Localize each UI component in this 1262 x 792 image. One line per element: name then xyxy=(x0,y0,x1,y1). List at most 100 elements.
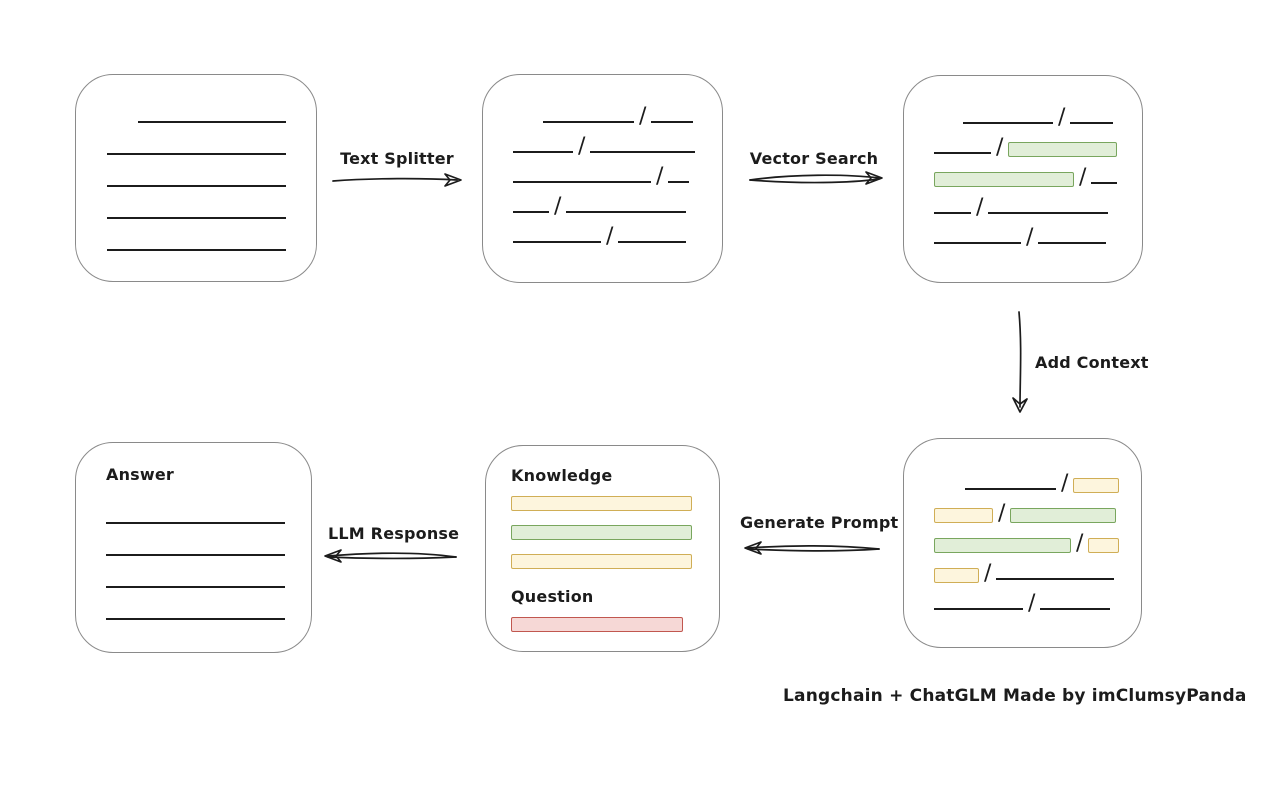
chunk-row: / xyxy=(934,97,1142,130)
text-line xyxy=(513,181,651,183)
green-knowledge-bar xyxy=(511,525,692,540)
text-line xyxy=(1038,242,1107,244)
text-line xyxy=(566,211,687,213)
chunk-row: / xyxy=(513,186,722,219)
text-line xyxy=(934,608,1023,610)
vector-matches-box: / / / / / xyxy=(903,75,1143,283)
slash-separator: / xyxy=(554,194,562,219)
text-line xyxy=(543,121,634,123)
text-line xyxy=(934,212,971,214)
chunk-row: / xyxy=(513,156,722,189)
knowledge-heading: Knowledge xyxy=(511,466,613,485)
chunk-row: / xyxy=(934,463,1141,496)
document-lines xyxy=(76,75,316,251)
text-line xyxy=(107,155,286,187)
slash-separator: / xyxy=(1076,531,1084,556)
text-line xyxy=(106,556,285,588)
text-line xyxy=(107,123,286,155)
yellow-highlight-chunk xyxy=(1073,478,1120,493)
prompt-box: Knowledge Question xyxy=(485,445,720,652)
credit-caption: Langchain + ChatGLM Made by imClumsyPand… xyxy=(783,686,1247,706)
text-line xyxy=(1040,608,1111,610)
text-line xyxy=(107,219,286,251)
text-line xyxy=(963,122,1053,124)
llm-response-label: LLM Response xyxy=(328,524,460,543)
text-line xyxy=(996,578,1115,580)
add-context-label: Add Context xyxy=(1035,353,1149,372)
answer-box: Answer xyxy=(75,442,312,653)
slash-separator: / xyxy=(606,224,614,249)
chunk-row: / xyxy=(934,583,1141,616)
question-bars xyxy=(511,617,719,632)
text-line xyxy=(106,524,285,556)
text-line xyxy=(988,212,1109,214)
text-line xyxy=(965,488,1056,490)
slash-separator: / xyxy=(578,134,586,159)
slash-separator: / xyxy=(976,195,984,220)
yellow-knowledge-bar xyxy=(511,554,692,569)
slash-separator: / xyxy=(639,104,647,129)
yellow-knowledge-bar xyxy=(511,496,692,511)
text-line xyxy=(651,121,694,123)
question-heading: Question xyxy=(511,587,594,606)
answer-heading: Answer xyxy=(106,465,175,484)
text-line xyxy=(106,492,285,524)
vector-search-label: Vector Search xyxy=(749,149,879,168)
add-context-arrow xyxy=(1012,311,1028,413)
text-line xyxy=(934,152,991,154)
slash-separator: / xyxy=(1079,165,1087,190)
slash-separator: / xyxy=(656,164,664,189)
context-chunk-rows: / / / / / xyxy=(904,439,1141,616)
slash-separator: / xyxy=(998,501,1006,526)
chunk-row: / xyxy=(934,127,1142,160)
context-box: / / / / / xyxy=(903,438,1142,648)
text-line xyxy=(513,211,549,213)
text-line xyxy=(107,187,286,219)
green-highlight-chunk xyxy=(1010,508,1117,523)
red-question-bar xyxy=(511,617,683,632)
chunk-row: / xyxy=(934,493,1141,526)
text-line xyxy=(590,151,696,153)
chunk-row: / xyxy=(513,126,722,159)
chunk-row: / xyxy=(513,216,722,249)
text-line xyxy=(513,241,601,243)
text-splitter-arrow xyxy=(332,173,462,187)
yellow-highlight-chunk xyxy=(1088,538,1120,553)
green-highlight-chunk xyxy=(934,538,1071,553)
text-line xyxy=(934,242,1021,244)
chunk-row: / xyxy=(934,187,1142,220)
slash-separator: / xyxy=(1061,471,1069,496)
text-line xyxy=(138,91,286,123)
yellow-highlight-chunk xyxy=(934,568,979,583)
text-splitter-label: Text Splitter xyxy=(340,149,454,168)
slash-separator: / xyxy=(1026,225,1034,250)
slash-separator: / xyxy=(1058,105,1066,130)
chunk-row: / xyxy=(934,523,1141,556)
source-document-box xyxy=(75,74,317,282)
generate-prompt-label: Generate Prompt xyxy=(740,513,899,532)
llm-response-arrow xyxy=(324,549,457,563)
chunk-row: / xyxy=(934,217,1142,250)
text-line xyxy=(1091,182,1118,184)
slash-separator: / xyxy=(984,561,992,586)
generate-prompt-arrow xyxy=(744,541,880,555)
green-highlight-chunk xyxy=(1008,142,1118,157)
split-chunk-rows: / / / / / xyxy=(483,75,722,249)
chunk-row: / xyxy=(513,96,722,129)
answer-lines xyxy=(76,484,311,620)
chunk-row: / xyxy=(934,553,1141,586)
vector-search-arrow xyxy=(749,171,883,185)
vector-chunk-rows: / / / / / xyxy=(904,76,1142,250)
green-highlight-chunk xyxy=(934,172,1074,187)
slash-separator: / xyxy=(1028,591,1036,616)
text-line xyxy=(668,181,690,183)
split-text-box: / / / / / xyxy=(482,74,723,283)
chunk-row: / xyxy=(934,157,1142,190)
yellow-highlight-chunk xyxy=(934,508,993,523)
slash-separator: / xyxy=(996,135,1004,160)
text-line xyxy=(106,588,285,620)
knowledge-bars xyxy=(511,496,719,569)
text-line xyxy=(513,151,573,153)
text-line xyxy=(618,241,687,243)
